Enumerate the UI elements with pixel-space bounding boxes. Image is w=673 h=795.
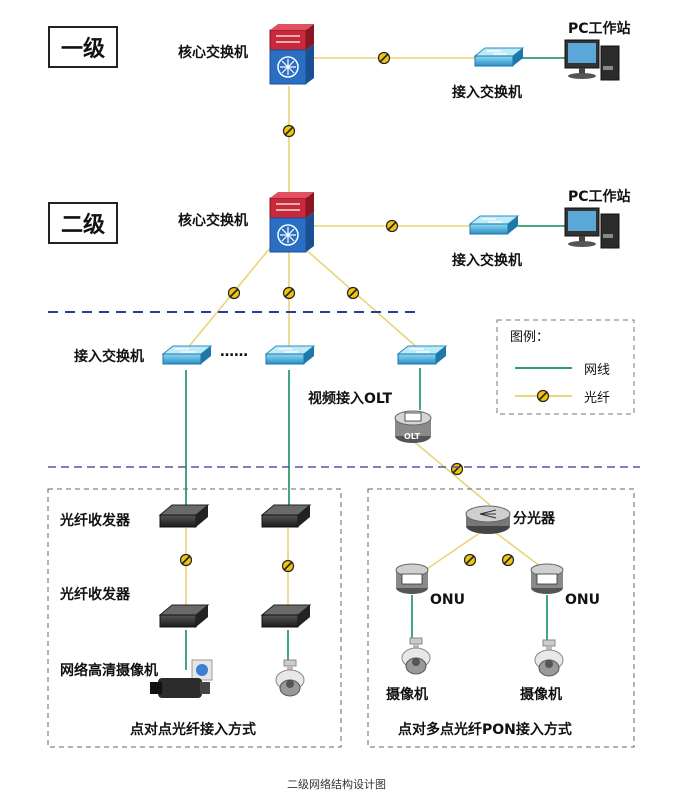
fiber-transceiver-2a-icon bbox=[159, 604, 209, 628]
pon-section-title: 点对多点光纤PON接入方式 bbox=[398, 722, 572, 738]
fiber-transceiver-2-label: 光纤收发器 bbox=[60, 587, 130, 603]
fiber-transceiver-1-label: 光纤收发器 bbox=[60, 513, 130, 529]
p2p-section-title: 点对点光纤接入方式 bbox=[130, 722, 256, 738]
level-1-box: 一级 bbox=[48, 26, 118, 68]
olt-badge-label: OLT bbox=[404, 432, 421, 441]
p2p-section-box bbox=[47, 488, 342, 748]
onu-right-label: ONU bbox=[565, 592, 600, 608]
legend-title: 图例： bbox=[510, 330, 550, 345]
onu-right-icon bbox=[530, 563, 564, 595]
access-switch-olt-icon bbox=[397, 345, 447, 365]
legend-cable-label: 网线 bbox=[584, 363, 611, 378]
dome-camera-pon-right-icon bbox=[534, 639, 564, 677]
legend-fiber-marker bbox=[536, 389, 550, 403]
core-switch-1-label: 核心交换机 bbox=[178, 45, 248, 61]
level-2-label: 二级 bbox=[60, 213, 105, 238]
core-switch-1-icon bbox=[269, 23, 315, 85]
core-switch-2-icon bbox=[269, 191, 315, 253]
pon-section-box bbox=[367, 488, 635, 748]
fiber-transceiver-2b-icon bbox=[261, 604, 311, 628]
splitter-icon bbox=[465, 505, 511, 534]
figure-caption: 二级网络结构设计图 bbox=[287, 778, 386, 791]
splitter-label: 分光器 bbox=[513, 511, 555, 527]
dome-camera-p2p-icon bbox=[275, 659, 305, 697]
pc-workstation-1-label: PC工作站 bbox=[568, 21, 631, 37]
level-2-box: 二级 bbox=[48, 202, 118, 244]
access-switch-2-label: 接入交换机 bbox=[452, 253, 522, 269]
ellipsis-label: …… bbox=[220, 344, 248, 360]
access-switch-left-icon bbox=[162, 345, 212, 365]
camera-left-label: 摄像机 bbox=[386, 687, 428, 703]
level-1-label: 一级 bbox=[60, 37, 105, 62]
fiber-transceiver-1b-icon bbox=[261, 504, 311, 528]
pc-workstation-1-icon bbox=[564, 39, 620, 81]
access-switch-mid-icon bbox=[265, 345, 315, 365]
hd-bullet-camera-icon bbox=[150, 659, 213, 698]
pc-workstation-2-label: PC工作站 bbox=[568, 189, 631, 205]
dome-camera-pon-left-icon bbox=[401, 637, 431, 675]
olt-icon bbox=[394, 410, 432, 443]
access-switch-left-label: 接入交换机 bbox=[74, 349, 144, 365]
core-switch-2-label: 核心交换机 bbox=[178, 213, 248, 229]
camera-right-label: 摄像机 bbox=[520, 687, 562, 703]
video-olt-label: 视频接入OLT bbox=[308, 391, 393, 407]
legend-fiber-label: 光纤 bbox=[584, 391, 611, 406]
fiber-transceiver-1a-icon bbox=[159, 504, 209, 528]
access-switch-1-label: 接入交换机 bbox=[452, 85, 522, 101]
access-switch-2-icon bbox=[469, 215, 519, 235]
access-switch-1-icon bbox=[474, 47, 524, 67]
hd-camera-label: 网络高清摄像机 bbox=[60, 663, 158, 679]
pc-workstation-2-icon bbox=[564, 207, 620, 249]
onu-left-label: ONU bbox=[430, 592, 465, 608]
onu-left-icon bbox=[395, 563, 429, 595]
